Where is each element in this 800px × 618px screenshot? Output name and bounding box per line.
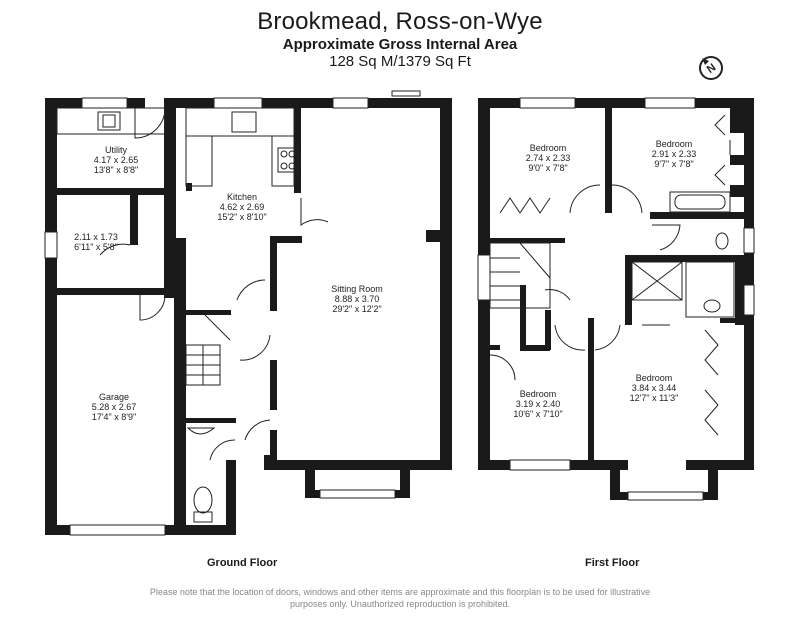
bedroom-2-imperial: 9'7" x 7'8" [654,159,693,169]
utility-name: Utility [105,145,127,155]
store-imperial: 6'11" x 5'8" [74,242,118,252]
plan-title: Brookmead, Ross-on-Wye [257,8,543,35]
bedroom-2-name: Bedroom [656,139,693,149]
sitting-room-name: Sitting Room [331,284,383,294]
bedroom-4-imperial: 12'7" x 11'3" [630,393,679,403]
disclaimer-line-1: Please note that the location of doors, … [149,587,651,597]
disclaimer-line-2: purposes only. Unauthorized reproduction… [290,599,510,609]
plan-area: 128 Sq M/1379 Sq Ft [329,53,471,70]
bedroom-2-metric: 2.91 x 2.33 [652,149,697,159]
garage-imperial: 17'4" x 8'9" [92,412,136,422]
ground-floor-plan [44,90,452,536]
kitchen-metric: 4.62 x 2.69 [220,202,265,212]
kitchen-name: Kitchen [227,192,257,202]
first-floor-label: First Floor [585,557,640,569]
bedroom-4-metric: 3.84 x 3.44 [632,383,677,393]
sitting-room-metric: 8.88 x 3.70 [335,294,380,304]
utility-imperial: 13'8" x 8'8" [94,165,138,175]
disclaimer: Please note that the location of doors, … [100,586,700,610]
utility-metric: 4.17 x 2.65 [94,155,139,165]
bedroom-1-metric: 2.74 x 2.33 [526,153,571,163]
store-metric: 2.11 x 1.73 [74,232,118,242]
sitting-room-imperial: 29'2" x 12'2" [332,304,381,314]
bedroom-4-name: Bedroom [636,373,673,383]
kitchen-imperial: 15'2" x 8'10" [217,212,266,222]
garage-name: Garage [99,392,129,402]
first-floor-plan [477,97,755,501]
ground-floor-label: Ground Floor [207,557,278,569]
garage-metric: 5.28 x 2.67 [92,402,137,412]
plan-subtitle: Approximate Gross Internal Area [282,36,518,53]
compass-icon: N [699,56,723,80]
bedroom-3-metric: 3.19 x 2.40 [516,399,561,409]
bedroom-3-name: Bedroom [520,389,557,399]
bedroom-1-name: Bedroom [530,143,567,153]
bedroom-1-imperial: 9'0" x 7'8" [528,163,567,173]
bedroom-3-imperial: 10'6" x 7'10" [513,409,562,419]
